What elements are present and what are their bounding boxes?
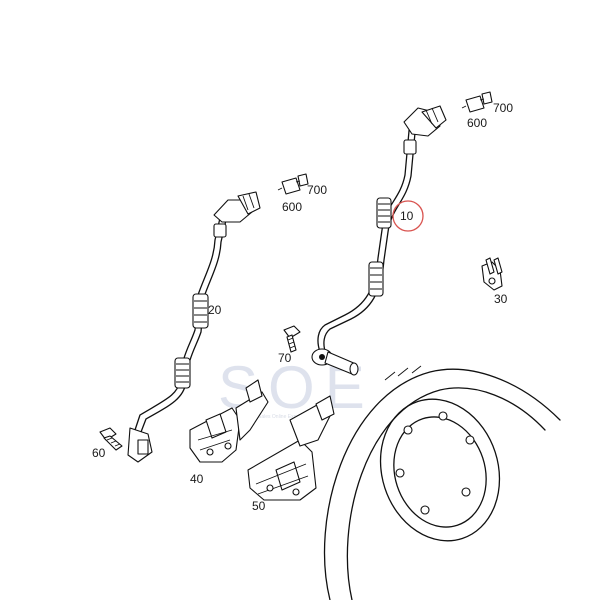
brake-disc — [323, 365, 561, 601]
speed-sensor-cable-left — [127, 191, 261, 463]
bracket-40 — [189, 379, 269, 463]
callout-700-left: 700 — [307, 183, 327, 197]
callout-60: 60 — [92, 446, 106, 460]
bolt-60 — [99, 427, 123, 451]
callout-30: 30 — [494, 292, 508, 306]
bracket-clip-30 — [481, 257, 503, 291]
bolt-70 — [283, 325, 301, 353]
callout-40: 40 — [190, 472, 204, 486]
bracket-50 — [247, 395, 335, 501]
callout-600-left: 600 — [282, 200, 302, 214]
callout-10: 10 — [400, 209, 414, 223]
callout-600-right: 600 — [467, 116, 487, 130]
clip-set-right — [461, 91, 493, 113]
callout-70: 70 — [278, 351, 292, 365]
speed-sensor-cable-right — [311, 105, 447, 376]
callout-50: 50 — [252, 499, 266, 513]
callout-20: 20 — [208, 303, 222, 317]
watermark-subtext: Sales Online Export — [258, 414, 303, 420]
callout-700-right: 700 — [493, 101, 513, 115]
clip-set-left — [277, 173, 309, 195]
highlight-circle-10 — [392, 200, 424, 232]
